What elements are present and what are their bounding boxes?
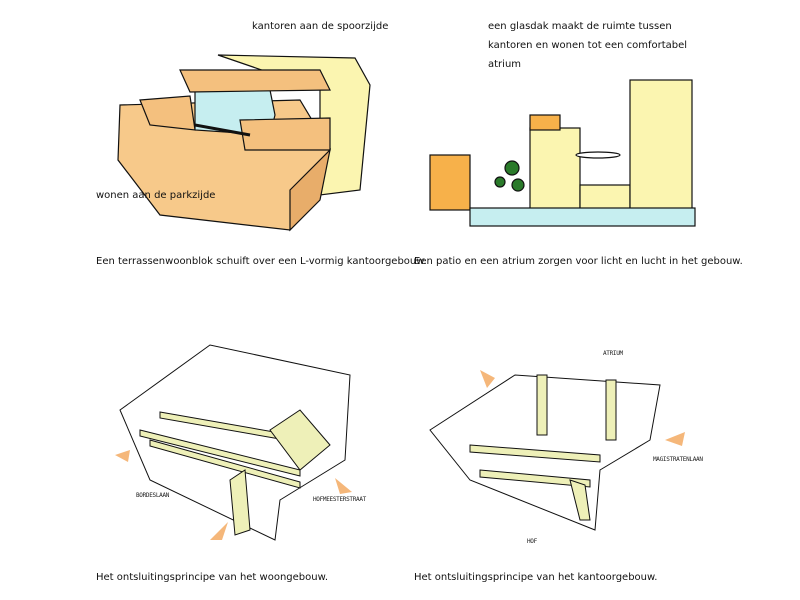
label-hof: HOF bbox=[527, 538, 537, 545]
caption-4: Het ontsluitingsprincipe van het kantoor… bbox=[414, 572, 658, 583]
housing-access-sketch bbox=[115, 344, 352, 541]
label-bordeslaan: BORDESLAAN bbox=[136, 492, 170, 499]
atrium-section-sketch bbox=[429, 79, 696, 227]
label-housing-park-side: wonen aan de parkzijde bbox=[96, 190, 216, 201]
atrium-label-line-1: een glasdak maakt de ruimte tussen bbox=[488, 21, 672, 32]
atrium-label-line-2: kantoren en wonen tot een comfortabel bbox=[488, 40, 688, 51]
terraced-block-sketch bbox=[117, 54, 371, 232]
label-hofmeesterstraat: HOFMEESTERSTRAAT bbox=[313, 496, 366, 503]
caption-2: Een patio en een atrium zorgen voor lich… bbox=[414, 256, 743, 267]
label-offices-railway-side: kantoren aan de spoorzijde bbox=[252, 21, 389, 32]
label-atrium: ATRIUM bbox=[603, 350, 623, 357]
atrium-label-line-3: atrium bbox=[488, 59, 522, 70]
label-magistratenlaan: MAGISTRATENLAAN bbox=[653, 456, 703, 463]
office-access-sketch bbox=[429, 370, 685, 531]
caption-3: Het ontsluitingsprincipe van het woongeb… bbox=[96, 572, 329, 583]
caption-1: Een terrassenwoonblok schuift over een L… bbox=[96, 256, 427, 267]
